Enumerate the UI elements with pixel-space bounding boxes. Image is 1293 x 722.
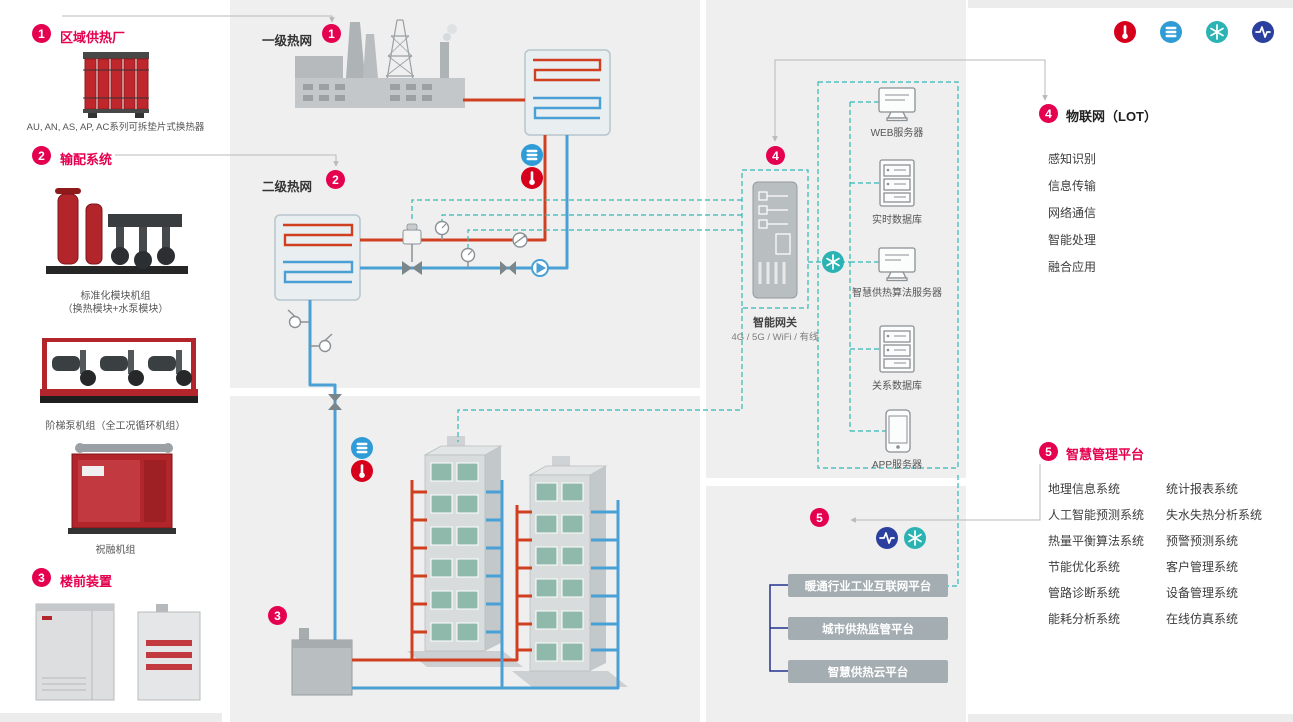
plate-heat-exchanger-photo bbox=[83, 52, 149, 118]
mgmt-item-equipment: 设备管理系统 bbox=[1166, 586, 1239, 600]
standard-module-unit-photo bbox=[46, 188, 188, 274]
badge-gateway: 4 bbox=[766, 146, 785, 165]
platform-button-industrial-internet[interactable]: 暖通行业工业互联网平台 bbox=[788, 574, 948, 597]
badge-platforms: 5 bbox=[810, 508, 829, 527]
platform-button-city-supervision[interactable]: 城市供热监管平台 bbox=[788, 617, 948, 640]
management-title: 智慧管理平台 bbox=[1066, 447, 1145, 462]
panel-buildings bbox=[230, 396, 700, 722]
server-label-realtime-db: 实时数据库 bbox=[872, 215, 922, 226]
mgmt-item-heat-balance: 热量平衡算法系统 bbox=[1048, 534, 1145, 548]
platform-button-smart-heating-cloud[interactable]: 智慧供热云平台 bbox=[788, 660, 948, 683]
pulse-monitor-icon bbox=[1252, 21, 1274, 43]
section-title-district-plant: 区域供热厂 bbox=[60, 30, 126, 45]
mgmt-item-energy-analysis: 能耗分析系统 bbox=[1048, 612, 1121, 626]
temperature-sensor-icon bbox=[521, 167, 543, 189]
step-pump-unit-photo bbox=[40, 338, 198, 403]
iot-item-processing: 智能处理 bbox=[1048, 233, 1097, 247]
pulse-monitor-icon bbox=[876, 527, 898, 549]
iot-item-perception: 感知识别 bbox=[1048, 152, 1097, 166]
zhurong-unit-photo bbox=[68, 443, 176, 534]
flow-sensor-icon bbox=[521, 144, 543, 166]
badge-building-substation: 3 bbox=[268, 606, 287, 625]
caption-standard-module-line1: 标准化模块机组 bbox=[80, 291, 151, 302]
label-secondary-network: 二级热网 bbox=[262, 180, 313, 194]
mgmt-item-customer: 客户管理系统 bbox=[1166, 560, 1239, 574]
mgmt-item-gis: 地理信息系统 bbox=[1048, 482, 1121, 496]
label-primary-network: 一级热网 bbox=[262, 34, 313, 48]
building-units-photo bbox=[35, 603, 201, 701]
badge-secondary-network: 2 bbox=[326, 170, 345, 189]
section-title-building-front: 楼前装置 bbox=[60, 574, 113, 589]
badge-building-front: 3 bbox=[32, 568, 51, 587]
caption-step-pump-unit: 阶梯泵机组（全工况循环机组） bbox=[45, 421, 186, 432]
badge-management: 5 bbox=[1039, 442, 1058, 461]
iot-item-network: 网络通信 bbox=[1048, 206, 1097, 220]
temperature-sensor-icon bbox=[1114, 21, 1136, 43]
panel-cloud-platforms bbox=[706, 486, 966, 722]
gateway-channels: 4G / 5G / WiFi / 有线 bbox=[731, 332, 819, 343]
caption-zhurong-unit: 祝融机组 bbox=[95, 545, 136, 556]
smart-algorithm-icon bbox=[822, 251, 844, 273]
iot-title: 物联网（LOT） bbox=[1066, 109, 1157, 124]
server-label-relational-db: 关系数据库 bbox=[872, 381, 922, 392]
smart-algorithm-icon bbox=[904, 527, 926, 549]
badge-district-plant: 1 bbox=[32, 24, 51, 43]
mgmt-item-ai-forecast: 人工智能预测系统 bbox=[1048, 508, 1145, 522]
mgmt-item-simulation: 在线仿真系统 bbox=[1166, 612, 1239, 626]
badge-distribution-system: 2 bbox=[32, 146, 51, 165]
server-label-app: APP服务器 bbox=[871, 460, 922, 471]
gateway-name: 智能网关 bbox=[753, 317, 797, 329]
panel-gateway-servers bbox=[706, 0, 966, 478]
caption-heat-exchanger-series: AU, AN, AS, AP, AC系列可拆垫片式换热器 bbox=[26, 122, 205, 133]
badge-iot: 4 bbox=[1039, 104, 1058, 123]
server-label-web: WEB服务器 bbox=[870, 128, 924, 139]
page-edge-strip bbox=[968, 714, 1293, 722]
mgmt-item-energy-opt: 节能优化系统 bbox=[1048, 560, 1121, 574]
mgmt-item-water-loss: 失水失热分析系统 bbox=[1166, 508, 1263, 522]
smart-algorithm-icon bbox=[1206, 21, 1228, 43]
server-label-algorithm: 智慧供热算法服务器 bbox=[852, 288, 942, 299]
flow-sensor-icon bbox=[1160, 21, 1182, 43]
iot-item-transmission: 信息传输 bbox=[1048, 179, 1097, 193]
badge-primary-network: 1 bbox=[322, 24, 341, 43]
section-title-distribution-system: 输配系统 bbox=[60, 152, 113, 167]
mgmt-item-pipe-diagnosis: 管路诊断系统 bbox=[1048, 586, 1121, 600]
mgmt-item-alarm-forecast: 预警预测系统 bbox=[1166, 534, 1239, 548]
temperature-sensor-icon bbox=[351, 460, 373, 482]
caption-standard-module-line2: （换热模块+水泵模块） bbox=[62, 304, 169, 315]
page-edge-strip bbox=[0, 713, 222, 722]
page-edge-strip bbox=[968, 0, 1293, 8]
iot-item-application: 融合应用 bbox=[1048, 260, 1097, 274]
flow-sensor-icon bbox=[351, 437, 373, 459]
mgmt-item-report: 统计报表系统 bbox=[1166, 482, 1239, 496]
